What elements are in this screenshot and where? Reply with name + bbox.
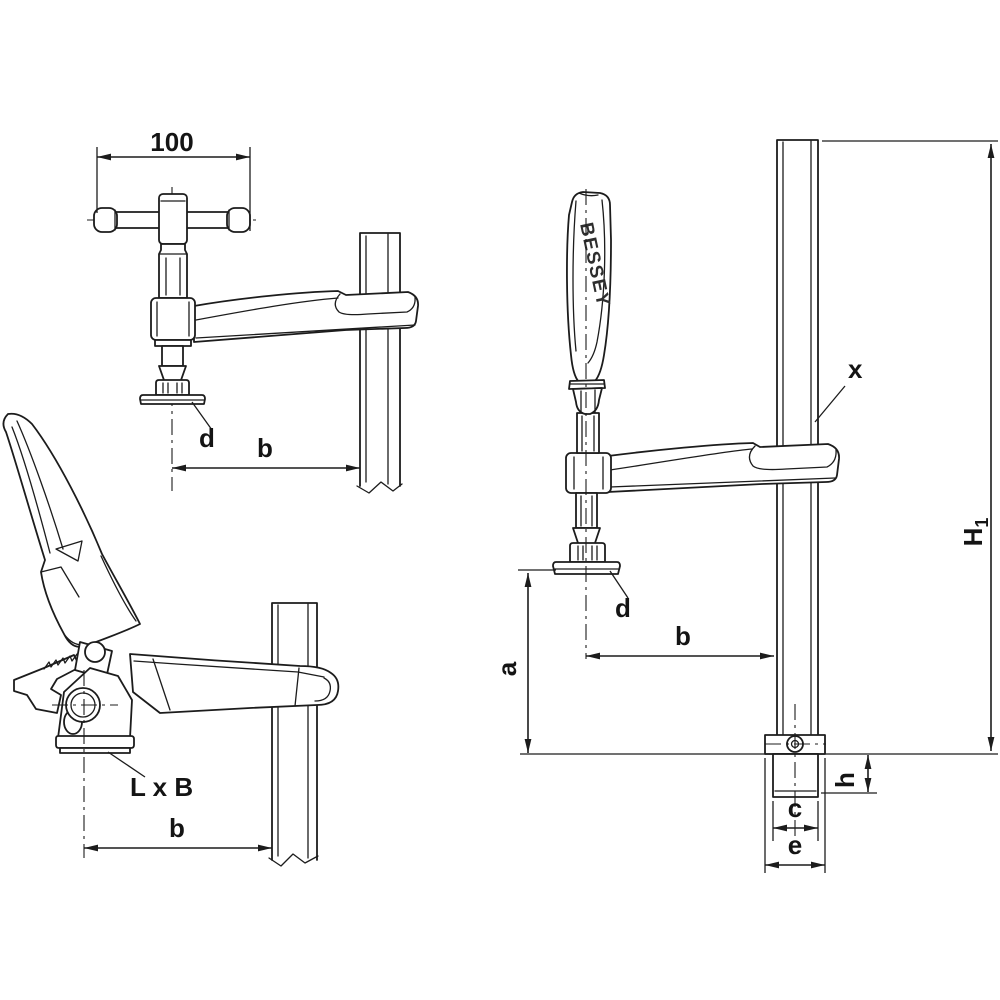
dim-lever-b: b — [84, 813, 272, 852]
lever-rack — [13, 653, 81, 714]
foot-height-label: h — [830, 772, 860, 788]
end-width-label: e — [788, 830, 802, 860]
tbar-pad-label: d — [199, 423, 215, 453]
dim-main-d: d — [609, 570, 631, 623]
lever-handle — [2, 412, 141, 648]
dim-main-x: x — [814, 354, 863, 423]
foot-width-label: c — [788, 793, 802, 823]
dim-main-c: c — [772, 793, 819, 841]
dim-main-h: h — [821, 755, 877, 794]
lever-rail — [268, 602, 319, 867]
main-clamp-view: BESSEY x H — [492, 139, 998, 873]
main-pressure-pad — [552, 492, 621, 575]
lever-head — [55, 641, 135, 754]
tbar-arm-hub — [150, 297, 196, 347]
height-label: H1 — [958, 518, 992, 547]
lever-arm — [129, 653, 340, 714]
lever-base-pad — [55, 735, 135, 749]
dim-tbar-b: b — [172, 433, 360, 472]
lever-clamp-view: L x B b — [2, 412, 340, 867]
dim-main-h1: H1 — [520, 140, 998, 755]
tbar-rail — [356, 232, 403, 494]
lever-throat-label: b — [169, 813, 185, 843]
main-pad-label: d — [615, 593, 631, 623]
dim-main-a: a — [492, 569, 556, 753]
main-arm — [607, 442, 840, 493]
dim-main-b: b — [586, 621, 774, 660]
dim-main-e: e — [764, 758, 826, 873]
lever-pivot-pin — [84, 641, 106, 663]
opening-height-label: a — [492, 661, 522, 676]
main-handle: BESSEY — [566, 191, 614, 415]
tbar-spindle-upper — [158, 243, 188, 299]
main-rail — [776, 139, 819, 736]
tbar-arm — [193, 290, 419, 343]
main-throat-label: b — [675, 621, 691, 651]
dim-tbar-100: 100 — [96, 127, 251, 231]
tbar-handle-length-label: 100 — [150, 127, 193, 157]
main-arm-hub — [565, 412, 612, 494]
t-bar-handle — [93, 193, 251, 245]
tbar-throat-label: b — [257, 433, 273, 463]
tbar-clamp-view: 100 d b — [87, 127, 419, 494]
dim-tbar-d: d — [191, 401, 215, 453]
lever-pad-label: L x B — [130, 772, 193, 802]
dim-lever-pad: L x B — [107, 751, 193, 802]
tbar-pressure-pad — [139, 345, 206, 405]
rail-marker-label: x — [848, 354, 863, 384]
